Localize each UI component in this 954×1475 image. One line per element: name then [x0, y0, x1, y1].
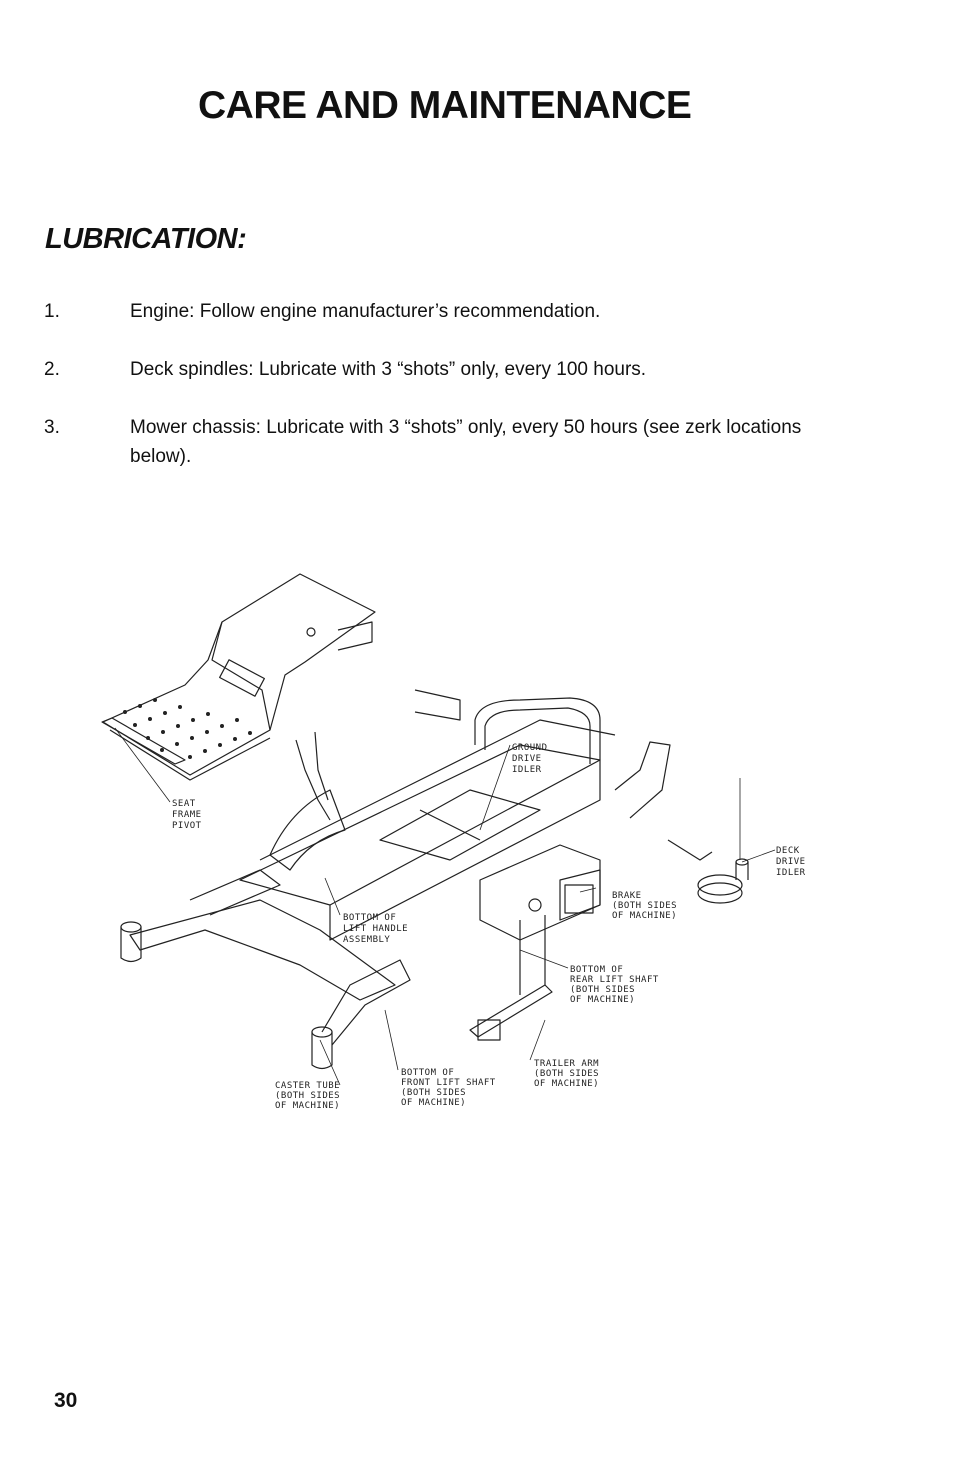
item-number: 2. [44, 359, 60, 380]
label-brake: BRAKE (BOTH SIDES OF MACHINE) [612, 891, 683, 921]
item-number: 3. [44, 417, 60, 438]
label-trailer-arm: TRAILER ARM (BOTH SIDES OF MACHINE) [534, 1059, 605, 1089]
page-number: 30 [54, 1389, 78, 1412]
label-caster-tube: CASTER TUBE (BOTH SIDES OF MACHINE) [275, 1081, 346, 1111]
section-heading: LUBRICATION: [45, 223, 247, 255]
label-bottom-of-front-lift-shaft: BOTTOM OF FRONT LIFT SHAFT (BOTH SIDES O… [401, 1068, 502, 1108]
item-text: Deck spindles: Lubricate with 3 “shots” … [130, 359, 647, 380]
diagram-labels: SEAT FRAME PIVOT GROUND DRIVE IDLER DECK… [172, 743, 812, 1111]
item-text: Engine: Follow engine manufacturer’s rec… [130, 301, 601, 322]
page-title: CARE AND MAINTENANCE [198, 84, 692, 127]
label-bottom-of-lift-handle-assembly: BOTTOM OF LIFT HANDLE ASSEMBLY [343, 913, 414, 945]
chassis-lubrication-diagram: SEAT FRAME PIVOT GROUND DRIVE IDLER DECK… [101, 573, 812, 1111]
label-ground-drive-idler: GROUND DRIVE IDLER [512, 743, 553, 775]
label-bottom-of-rear-lift-shaft: BOTTOM OF REAR LIFT SHAFT (BOTH SIDES OF… [570, 965, 665, 1005]
item-number: 1. [44, 301, 60, 322]
leader-lines [114, 727, 776, 1086]
item-text: Mower chassis: Lubricate with 3 “shots” … [130, 417, 802, 467]
label-deck-drive-idler: DECK DRIVE IDLER [776, 846, 812, 878]
label-seat-frame-pivot: SEAT FRAME PIVOT [172, 799, 208, 831]
chassis-drawing [101, 573, 749, 1070]
